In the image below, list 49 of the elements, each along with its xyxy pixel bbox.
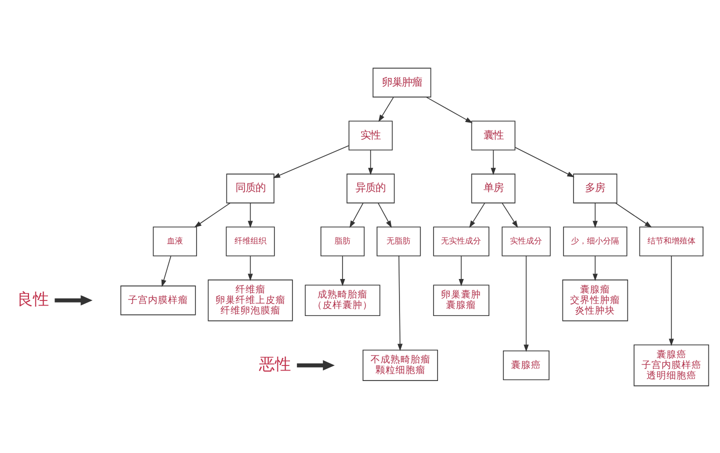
node-box: 囊腺癌 <box>502 350 550 380</box>
arrow <box>592 255 598 280</box>
arrow <box>458 255 464 286</box>
node-box: 纤维组织 <box>226 226 275 256</box>
arrow <box>368 149 374 175</box>
node-box: 子宫内膜样瘤 <box>120 285 196 315</box>
arrow <box>350 202 364 228</box>
node-box: 异质的 <box>346 173 395 203</box>
node-box: 单房 <box>471 173 516 203</box>
node-box: 多房 <box>573 173 618 203</box>
arrow <box>340 255 346 286</box>
arrow <box>378 96 394 122</box>
arrow <box>502 202 518 228</box>
arrow <box>490 149 496 175</box>
arrow <box>378 202 392 228</box>
arrow <box>592 202 598 228</box>
node-box: 无脂肪 <box>376 226 421 256</box>
node-text: 良性 <box>16 288 49 308</box>
node-box: 无实性成分 <box>433 226 490 256</box>
node-box: 纤维瘤 卵巢纤维上皮瘤 纤维卵泡膜瘤 <box>208 279 293 321</box>
arrow <box>668 255 674 346</box>
node-box: 成熟畸胎瘤 （皮样囊肿） <box>304 284 380 316</box>
arrow <box>514 146 574 177</box>
node-box: 脂肪 <box>320 226 365 256</box>
node-box: 囊腺瘤 交界性肿瘤 炎性肿块 <box>562 279 628 321</box>
node-box: 卵巢囊肿 囊腺瘤 <box>433 284 490 316</box>
node-box: 少，细小分隔 <box>563 226 628 256</box>
arrow <box>194 202 231 228</box>
node-box: 囊腺癌 子宫内膜样癌 透明细胞癌 <box>634 344 710 386</box>
arrow <box>469 202 486 228</box>
node-box: 实性成分 <box>502 226 551 256</box>
arrow <box>524 255 529 352</box>
arrow <box>54 294 93 306</box>
arrow <box>426 96 473 123</box>
node-box: 囊性 <box>471 120 516 150</box>
arrow <box>296 360 335 370</box>
node-box: 不成熟畸胎瘤 颗粒细胞瘤 <box>362 349 438 380</box>
node-text: 恶性 <box>259 354 292 373</box>
node-box: 结节和增殖体 <box>639 226 704 256</box>
arrow <box>161 255 172 286</box>
node-box: 实性 <box>348 120 393 150</box>
arrow <box>615 202 652 228</box>
node-box: 血液 <box>152 226 197 256</box>
arrow <box>398 255 403 351</box>
arrow <box>248 202 253 228</box>
arrow <box>248 255 253 280</box>
node-box: 同质的 <box>226 173 274 203</box>
arrow <box>272 144 350 178</box>
node-box: 卵巢肿瘤 <box>372 67 432 97</box>
